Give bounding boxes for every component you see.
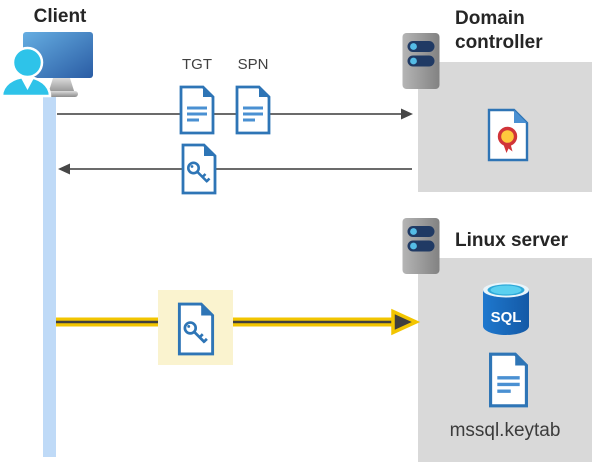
spn-label: SPN: [237, 56, 269, 73]
linux-server-label: Linux server: [455, 230, 568, 251]
keytab-filename-label: mssql.keytab: [449, 420, 561, 441]
tgt-document-icon: [179, 85, 215, 135]
domain-controller-server-icon: [402, 33, 440, 89]
ticket-key-document-icon: [181, 143, 217, 195]
domain-controller-label: Domain controller: [455, 8, 543, 53]
client-label: Client: [33, 6, 87, 27]
client-lifeline: [43, 95, 56, 457]
keytab-file-icon: [489, 352, 528, 408]
sql-database-icon: SQL: [483, 282, 529, 335]
arrow-ticket-response: [58, 163, 412, 175]
certificate-icon: [487, 108, 529, 162]
keytab-key-document-icon: [177, 302, 215, 356]
linux-server-icon: [402, 218, 440, 274]
client-user-monitor-icon: [0, 32, 93, 98]
spn-document-icon: [235, 85, 271, 135]
sql-icon-text: SQL: [491, 309, 522, 326]
arrow-keytab-auth: [56, 308, 421, 336]
tgt-label: TGT: [182, 56, 212, 73]
